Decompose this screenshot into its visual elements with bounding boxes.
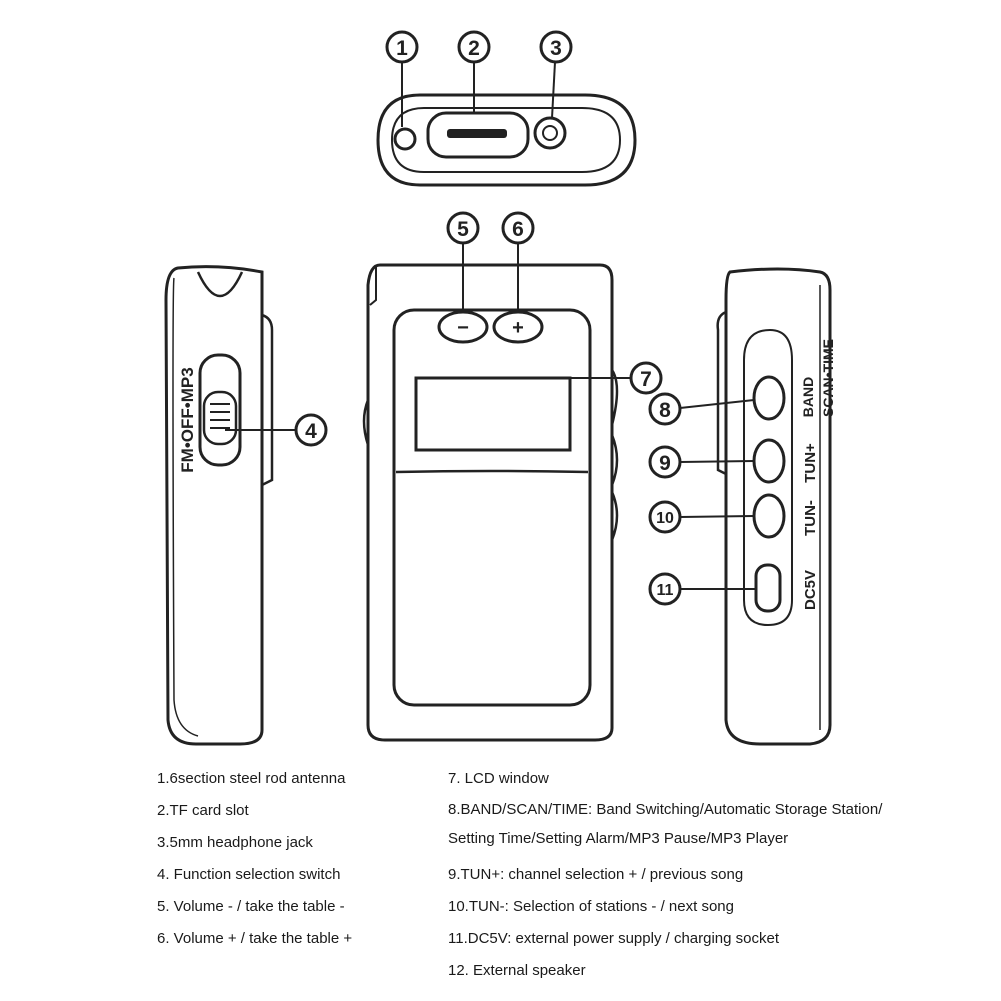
legend-item-4: 4. Function selection switch (157, 866, 341, 883)
callout-6-circle (501, 211, 535, 245)
legend-item-5: 5. Volume - / take the table - (157, 898, 345, 915)
callout-4: 4 (305, 420, 317, 443)
callout-10-circle (648, 500, 682, 534)
band-scan-time-button (752, 375, 786, 421)
legend-item-9: 9.TUN+: channel selection + / previous s… (448, 866, 744, 883)
left-side-view (164, 265, 297, 746)
callout-11: 11 (657, 582, 674, 599)
top-view-body (376, 93, 637, 187)
legend-item-2: 2.TF card slot (157, 802, 249, 819)
legend-item-11: 11.DC5V: external power supply / chargin… (448, 930, 780, 947)
callout-3-circle (539, 30, 573, 64)
legend-item-3: 3.5mm headphone jack (157, 834, 313, 851)
callout-1-circle (385, 30, 419, 64)
tun-plus-label: TUN+ (802, 443, 819, 483)
lcd-window (414, 376, 572, 452)
callout-7-circle (629, 361, 663, 395)
legend-item-10: 10.TUN-: Selection of stations - / next … (448, 898, 734, 915)
volume-plus-glyph: + (512, 317, 524, 339)
callout-1: 1 (396, 37, 408, 60)
band-label: BAND (800, 377, 816, 417)
callout-2: 2 (468, 37, 480, 60)
callout-8-circle (648, 392, 682, 426)
callout-5-circle (446, 211, 480, 245)
antenna-hole (393, 127, 417, 151)
legend-item-8-cont: Setting Time/Setting Alarm/MP3 Pause/MP3… (448, 830, 789, 847)
callout-4-circle (294, 413, 328, 447)
legend-item-7: 7. LCD window (448, 770, 549, 787)
callout-6: 6 (512, 218, 524, 241)
scan-time-label: SCAN•TIME (820, 339, 836, 417)
callout-7: 7 (640, 368, 652, 391)
dc5v-socket (754, 563, 782, 613)
callout-9-circle (648, 445, 682, 479)
callout-8: 8 (659, 399, 671, 422)
front-panel (392, 308, 592, 707)
callout-9: 9 (659, 452, 671, 475)
front-body (366, 263, 614, 742)
front-view (362, 243, 630, 742)
tun-minus-label: TUN- (802, 500, 819, 536)
callout-5: 5 (457, 218, 469, 241)
callout-11-circle (648, 572, 682, 606)
headphone-jack (533, 116, 567, 150)
tun-minus-button (752, 493, 786, 539)
tun-plus-button (752, 438, 786, 484)
legend-item-12: 12. External speaker (448, 962, 586, 979)
right-side-view (679, 267, 832, 746)
callout-10: 10 (656, 510, 674, 527)
dc5v-label: DC5V (802, 570, 819, 610)
switch-label: FM•OFF•MP3 (178, 367, 197, 472)
callout-2-circle (457, 30, 491, 64)
tf-card-slot (426, 111, 530, 159)
legend-item-1: 1.6section steel rod antenna (157, 770, 346, 787)
legend-item-8: 8.BAND/SCAN/TIME: Band Switching/Automat… (448, 801, 883, 818)
volume-minus-glyph: − (457, 317, 469, 339)
top-view (376, 60, 637, 187)
function-switch (202, 390, 238, 446)
callout-3: 3 (550, 37, 562, 60)
legend-item-6: 6. Volume + / take the table + (157, 930, 353, 947)
